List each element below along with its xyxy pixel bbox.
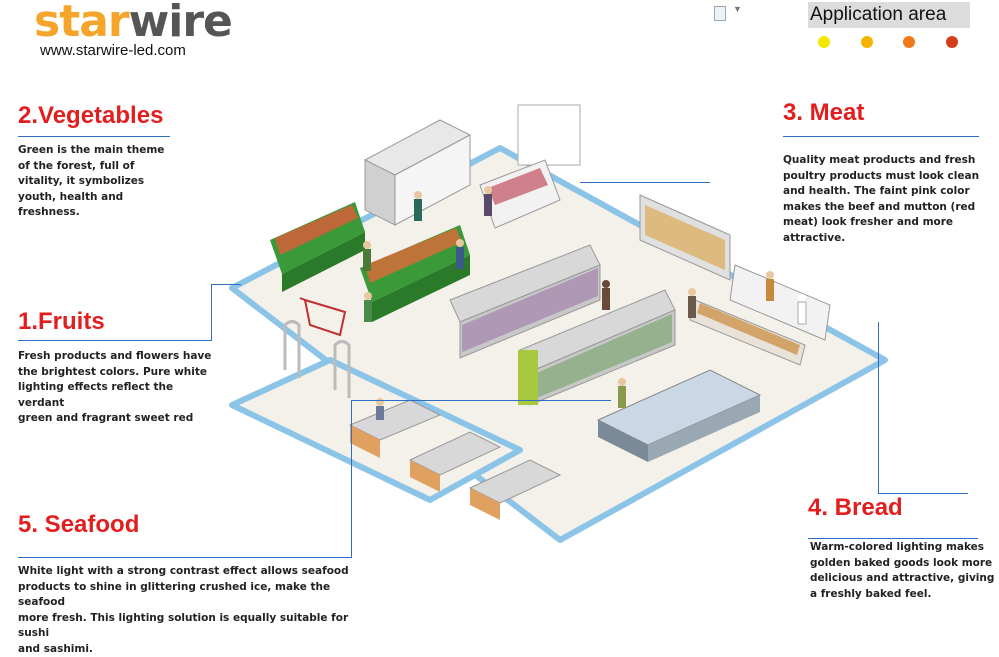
rule-fruits <box>18 340 211 341</box>
rule-meat <box>783 136 979 137</box>
fruits-description: Fresh products and flowers have the brig… <box>18 349 218 427</box>
rule-seafood <box>18 557 351 558</box>
rule-seafood-vertical <box>351 400 352 558</box>
vegetables-title: 2.Vegetables <box>18 102 163 130</box>
bread-line: a freshly baked feel. <box>810 587 995 603</box>
rule-fruits-connector <box>211 284 241 285</box>
wine-display <box>518 350 538 405</box>
vegetables-line: vitality, it symbolizes <box>18 174 188 190</box>
meat-line: meat) look fresher and more <box>783 215 983 231</box>
meat-line: and health. The faint pink color <box>783 184 983 200</box>
fruits-title: 1.Fruits <box>18 308 105 336</box>
rule-vegetables <box>18 136 170 137</box>
meat-title: 3. Meat <box>783 99 864 127</box>
fruits-line: green and fragrant sweet red <box>18 411 218 427</box>
seafood-line: products to shine in glittering crushed … <box>18 580 358 611</box>
meat-line: Quality meat products and fresh <box>783 153 983 169</box>
fruits-line: the brightest colors. Pure white <box>18 365 218 381</box>
vegetables-line: Green is the main theme <box>18 143 188 159</box>
bread-title: 4. Bread <box>808 494 903 522</box>
meat-line: poultry products must look clean <box>783 169 983 185</box>
seafood-line: White light with a strong contrast effec… <box>18 564 358 580</box>
rule-fruits-vertical <box>211 284 212 341</box>
vegetables-description: Green is the main theme of the forest, f… <box>18 143 188 221</box>
seafood-description: White light with a strong contrast effec… <box>18 564 358 657</box>
meat-line: makes the beef and mutton (red <box>783 200 983 216</box>
meat-line: attractive. <box>783 231 983 247</box>
vegetables-line: freshness. <box>18 205 188 221</box>
vegetables-line: of the forest, full of <box>18 159 188 175</box>
rule-bread-text <box>808 538 978 539</box>
rule-meat-connector <box>580 182 710 183</box>
bread-description: Warm-colored lighting makes golden baked… <box>810 540 995 602</box>
vegetables-line: youth, health and <box>18 190 188 206</box>
seafood-title: 5. Seafood <box>18 511 139 539</box>
fruits-line: lighting effects reflect the verdant <box>18 380 218 411</box>
seafood-line: and sashimi. <box>18 642 358 657</box>
bread-line: golden baked goods look more <box>810 556 995 572</box>
seafood-line: more fresh. This lighting solution is eq… <box>18 611 358 642</box>
rule-seafood-connector <box>351 400 611 401</box>
bread-line: Warm-colored lighting makes <box>810 540 995 556</box>
fruits-line: Fresh products and flowers have <box>18 349 218 365</box>
rule-bread-vertical <box>878 322 879 494</box>
bread-line: delicious and attractive, giving <box>810 571 995 587</box>
meat-description: Quality meat products and fresh poultry … <box>783 153 983 246</box>
